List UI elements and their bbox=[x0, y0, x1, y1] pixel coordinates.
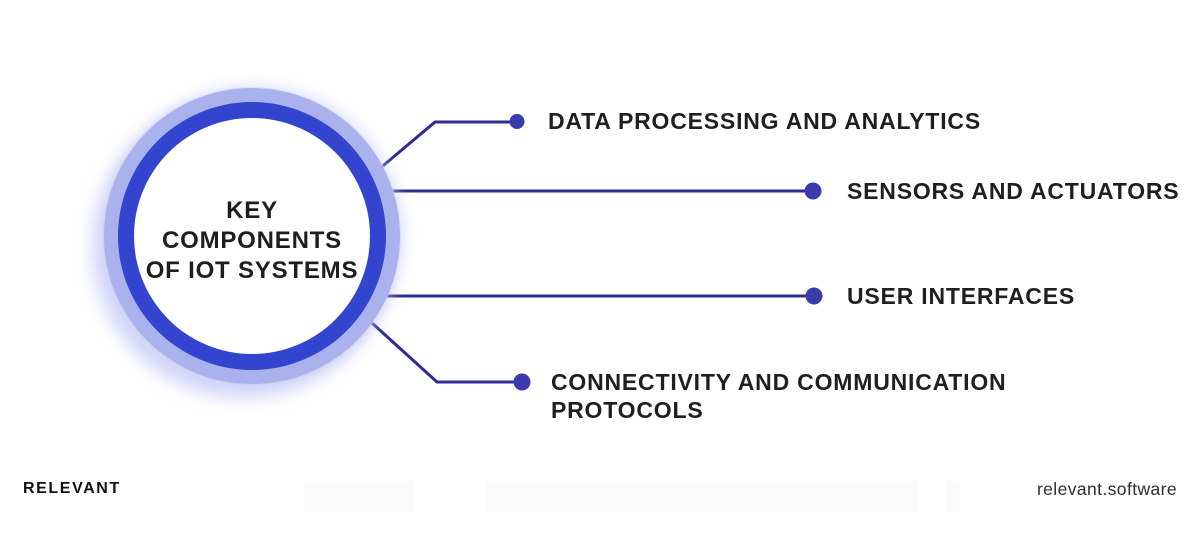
connector-dot-connectivity bbox=[513, 373, 531, 391]
connector-line-connectivity bbox=[370, 321, 515, 384]
connector-dot-data-processing bbox=[509, 114, 525, 129]
website-url: relevant.software bbox=[1036, 479, 1177, 499]
component-label-data-processing: DATA PROCESSING AND ANALYTICS bbox=[548, 108, 981, 134]
hub-circle-blue-ring: KEY COMPONENTS OF IOT SYSTEMS bbox=[118, 102, 386, 370]
hub-title-line-3: OF IOT SYSTEMS bbox=[145, 257, 359, 284]
hub-title: KEY COMPONENTS OF IOT SYSTEMS bbox=[146, 186, 359, 286]
hub-circle-inner: KEY COMPONENTS OF IOT SYSTEMS bbox=[134, 118, 370, 354]
hub-circle-outer-ring: KEY COMPONENTS OF IOT SYSTEMS bbox=[104, 88, 400, 384]
connector-dot-user-interfaces bbox=[805, 287, 823, 305]
brand-logo: RELEVANT bbox=[23, 480, 121, 497]
watermark-box-1 bbox=[304, 481, 415, 512]
hub-title-line-2: COMPONENTS bbox=[161, 227, 342, 254]
component-label-user-interfaces: USER INTERFACES bbox=[847, 283, 1075, 309]
watermark-box-2 bbox=[487, 481, 918, 512]
watermark-box-3 bbox=[945, 481, 960, 512]
hub-title-line-1: KEY bbox=[226, 197, 278, 224]
connector-line-data-processing bbox=[376, 120, 512, 172]
connector-dot-sensors bbox=[804, 182, 822, 200]
component-label-connectivity: CONNECTIVITY AND COMMUNICATION PROTOCOLS bbox=[551, 369, 1007, 423]
component-label-sensors: SENSORS AND ACTUATORS bbox=[847, 178, 1180, 204]
